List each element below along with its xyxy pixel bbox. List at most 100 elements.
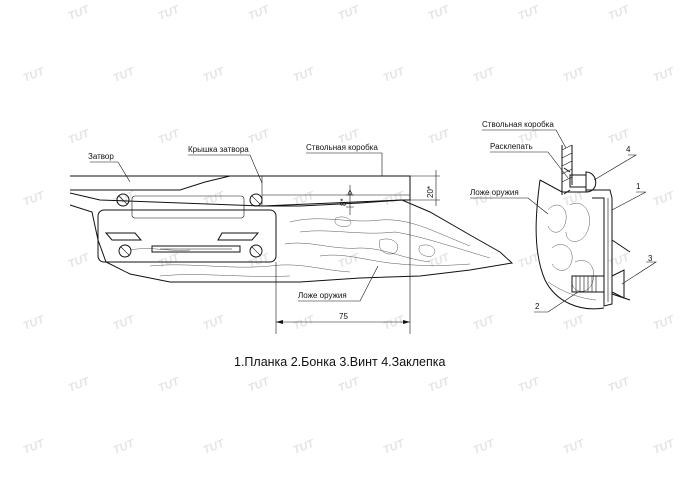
right-section-view: Ствольная коробка Расклепать Ложе оружия… <box>470 120 658 313</box>
leader-bolt <box>90 161 131 183</box>
leader-receiver <box>306 152 383 176</box>
dimension-height-value: 20* <box>426 186 435 198</box>
watermark-logo: TUT <box>202 313 228 333</box>
watermark-logo: TUT <box>607 3 633 23</box>
watermark-logo: TUT <box>22 189 48 209</box>
watermark-logo: TUT <box>292 437 318 457</box>
leader-right-receiver <box>482 129 567 149</box>
mounting-plate <box>97 209 277 263</box>
leader-rivet-label <box>490 151 569 179</box>
watermark-logo: TUT <box>382 437 408 457</box>
watermark-logo: TUT <box>337 3 363 23</box>
leader-stock <box>298 265 379 302</box>
label-bolt: Затвор <box>88 152 114 161</box>
watermark-logo: TUT <box>112 65 138 85</box>
watermark-logo: TUT <box>202 437 228 457</box>
label-bolt-cover: Крышка затвора <box>188 145 249 154</box>
left-assembly-view: Затвор Крышка затвора Ствольная коробка … <box>69 143 514 334</box>
receiver-top-line <box>70 175 231 191</box>
callout-4: 4 <box>626 145 631 154</box>
watermark-logo: TUT <box>427 127 453 147</box>
plate-inner-frame <box>131 195 245 219</box>
watermark-logo: TUT <box>337 251 363 271</box>
watermark-logo: TUT <box>0 251 2 271</box>
screw-icon <box>249 244 263 258</box>
watermark-logo: TUT <box>472 437 498 457</box>
watermark-logo: TUT <box>427 251 453 271</box>
leader-callout-1 <box>611 191 647 211</box>
watermark-logo: TUT <box>67 251 93 271</box>
watermark-logo: TUT <box>607 375 633 395</box>
watermark-logo: TUT <box>247 127 273 147</box>
watermark-logo: TUT <box>652 313 678 333</box>
dimension-depth-value: 8* <box>339 198 348 206</box>
watermark-logo: TUT <box>202 189 228 209</box>
boss-thread <box>575 276 597 292</box>
callout-1: 1 <box>636 182 641 191</box>
watermark-logo: TUT <box>427 3 453 23</box>
watermark-logo: TUT <box>517 3 543 23</box>
watermark-logo: TUT <box>382 189 408 209</box>
dimension-height: 20* <box>410 170 440 206</box>
watermark-logo: TUT <box>0 375 2 395</box>
screw-head <box>611 269 625 299</box>
rivet-flare <box>563 167 571 195</box>
watermark-logo: TUT <box>67 375 93 395</box>
watermark-logo: TUT <box>67 127 93 147</box>
watermark-logo: TUT <box>562 65 588 85</box>
leader-callout-3 <box>621 261 658 285</box>
stock-section <box>535 179 605 310</box>
stock-section-top <box>539 179 586 193</box>
leader-callout-4 <box>593 154 638 181</box>
watermark-logo: TUT <box>112 437 138 457</box>
screw-icon <box>249 193 263 207</box>
watermark-logo: TUT <box>112 313 138 333</box>
watermark-logo: TUT <box>652 65 678 85</box>
plate-slot-upper <box>104 232 143 241</box>
leader-callout-2 <box>534 291 579 313</box>
watermark-logo: TUT <box>67 3 93 23</box>
caption-parts-list: 1.Планка 2.Бонка 3.Винт 4.Заклепка <box>234 355 446 369</box>
screw-icon <box>116 193 130 207</box>
plate-flange <box>611 239 631 301</box>
rivet-head <box>585 171 597 193</box>
watermark-logo: TUT <box>427 375 453 395</box>
watermark-logo: TUT <box>472 313 498 333</box>
plate-slot-upper-right <box>217 232 260 241</box>
watermark-logo: TUT <box>202 65 228 85</box>
watermark-logo: TUT <box>472 65 498 85</box>
watermark-logo: TUT <box>0 127 2 147</box>
watermark-logo: TUT <box>157 375 183 395</box>
screw-icon <box>118 244 132 258</box>
label-rivet: Расклепать <box>490 142 533 151</box>
watermark-logo: TUT <box>382 65 408 85</box>
watermark-logo: TUT <box>157 251 183 271</box>
dimension-length-value: 75 <box>339 312 348 321</box>
label-right-receiver: Ствольная коробка <box>482 120 554 129</box>
watermark-logo: TUT <box>652 437 678 457</box>
receiver-wall-hatch <box>561 144 573 183</box>
label-right-stock: Ложе оружия <box>470 188 519 197</box>
watermark-logo: TUT <box>562 313 588 333</box>
watermark-logo: TUT <box>607 251 633 271</box>
watermark-logo: TUT <box>517 375 543 395</box>
watermark-logo: TUT <box>247 3 273 23</box>
watermark-layer: TUT TUT TUT TUT TUT TUT TUT TUT TUT TUT TUT TUT TUT T… <box>0 3 678 457</box>
watermark-logo: TUT <box>292 313 318 333</box>
watermark-logo: TUT <box>157 3 183 23</box>
watermark-logo: TUT <box>607 127 633 147</box>
dimension-depth: 8* <box>339 185 354 215</box>
leader-bolt-cover <box>188 154 263 184</box>
label-stock: Ложе оружия <box>298 291 347 300</box>
leader-right-stock <box>470 197 549 215</box>
label-receiver: Ствольная коробка <box>306 143 378 152</box>
dimension-length: 75 <box>275 200 411 334</box>
watermark-logo: TUT <box>292 65 318 85</box>
callout-3: 3 <box>648 254 653 263</box>
watermark-logo: TUT <box>157 127 183 147</box>
watermark-logo: TUT <box>247 375 273 395</box>
watermark-logo: TUT <box>562 437 588 457</box>
screw-heads <box>116 193 263 258</box>
watermark-logo: TUT <box>337 375 363 395</box>
